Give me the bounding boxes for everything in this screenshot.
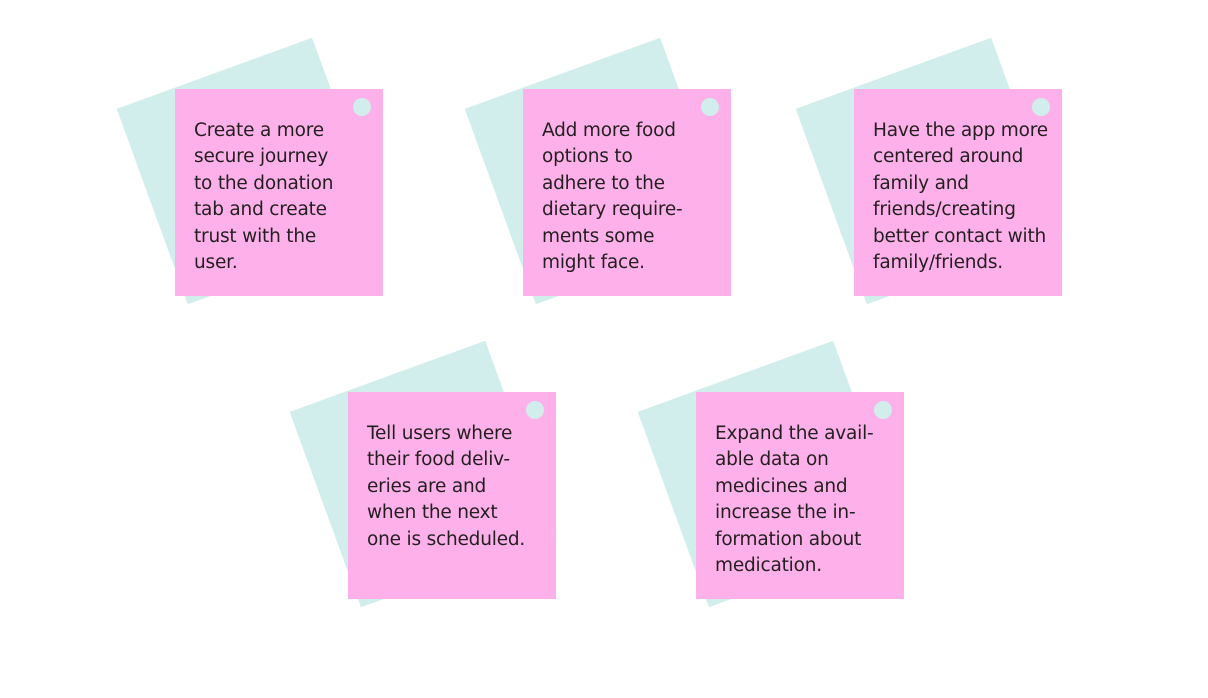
sticky-note-1: Create a more secure journey to the dona… — [116, 37, 391, 319]
note-text: Have the app more centered around family… — [873, 120, 1048, 274]
pin-icon — [701, 98, 719, 116]
note-text: Expand the avail- able data on medicines… — [715, 423, 874, 577]
sticky-note-5: Expand the avail- able data on medicines… — [637, 340, 912, 622]
note-text: Create a more secure journey to the dona… — [194, 120, 334, 274]
note-card: Expand the avail- able data on medicines… — [696, 392, 904, 599]
note-card: Tell users where their food deliv- eries… — [348, 392, 556, 599]
note-card: Add more food options to adhere to the d… — [523, 89, 731, 296]
pin-icon — [353, 98, 371, 116]
note-card: Have the app more centered around family… — [854, 89, 1062, 296]
pin-icon — [526, 401, 544, 419]
sticky-note-4: Tell users where their food deliv- eries… — [289, 340, 564, 622]
note-text: Tell users where their food deliv- eries… — [367, 423, 526, 550]
pin-icon — [1032, 98, 1050, 116]
sticky-note-2: Add more food options to adhere to the d… — [464, 37, 739, 319]
note-text: Add more food options to adhere to the d… — [542, 120, 683, 274]
pin-icon — [874, 401, 892, 419]
note-card: Create a more secure journey to the dona… — [175, 89, 383, 296]
sticky-note-3: Have the app more centered around family… — [795, 37, 1070, 319]
